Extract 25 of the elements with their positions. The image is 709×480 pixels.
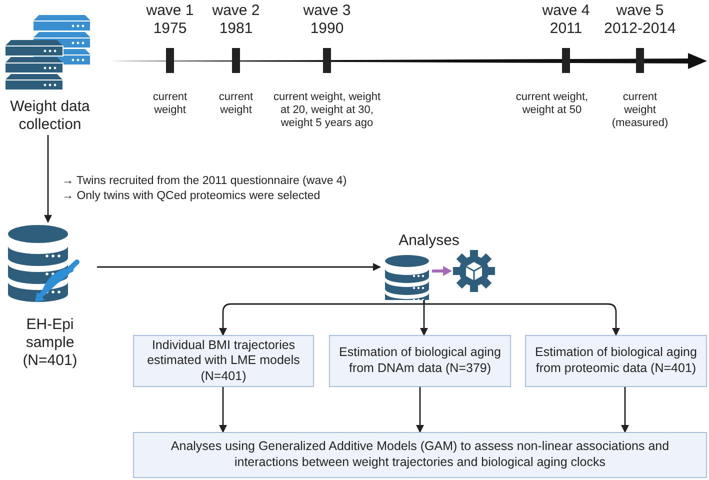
arrow <box>44 135 52 223</box>
arrow <box>621 387 629 433</box>
process-box: Estimation of biological aging from proteomic data (N=401) <box>525 335 707 387</box>
node-label: EH-Epi sample (N=401) <box>22 316 78 370</box>
arrow <box>423 300 620 336</box>
process-box: Analyses using Generalized Additive Models (GAM) to assess non-linear associations and interactions between weight trajectories and biological aging clocks <box>133 432 707 478</box>
measure-note: current weight <box>152 91 188 118</box>
arrow <box>219 387 227 433</box>
process-box: Estimation of biological aging from DNAm data (N=379) <box>329 335 511 387</box>
measure-note: current weight, weight at 50 <box>514 91 590 118</box>
wave-label: wave 4 2011 <box>541 2 591 38</box>
wave-label: wave 5 2012-2014 <box>603 2 677 38</box>
measure-note: current weight, weight at 20, weight at 30, weight 5 years ago <box>272 91 382 131</box>
wave-label: wave 2 1981 <box>211 2 261 38</box>
wave-label: wave 1 1975 <box>145 2 195 38</box>
selection-note: → Twins recruited from the 2011 questionnaire (wave 4) <box>62 175 347 189</box>
node-label: Analyses <box>398 232 460 250</box>
arrow <box>416 387 424 433</box>
selection-note: → Only twins with QCed proteomics were selected <box>62 190 320 204</box>
process-box: Individual BMI trajectories estimated with LME models (N=401) <box>133 335 314 387</box>
measure-note: current weight <box>218 91 254 118</box>
wave-label: wave 3 1990 <box>302 2 352 38</box>
node-label: Weight data collection <box>9 98 91 134</box>
arrow <box>97 263 381 271</box>
measure-note: current weight (measured) <box>610 91 670 131</box>
